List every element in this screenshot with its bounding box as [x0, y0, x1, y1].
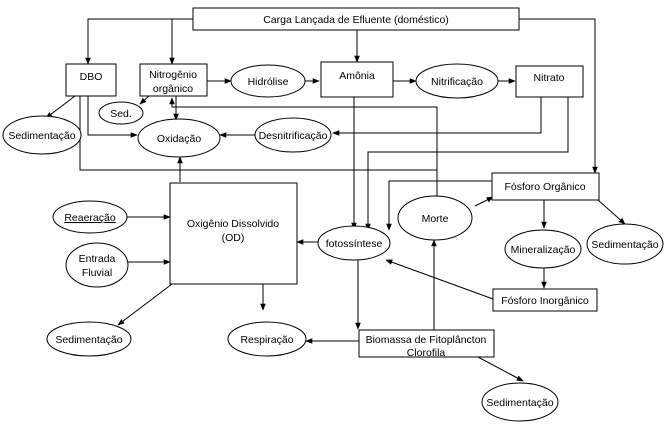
node-oxidacao: Oxidação	[137, 118, 221, 158]
desnitrificacao-label: Desnitrificação	[259, 130, 328, 142]
node-entrada-fluvial: Entrada Fluvial	[65, 242, 129, 288]
edge-morte-fosforo	[474, 196, 494, 207]
hidrolise-label: Hidrólise	[248, 76, 289, 88]
node-nitrato: Nitrato	[515, 65, 584, 98]
sedimentacao-od-label: Sedimentação	[55, 334, 122, 346]
edge-morte-nitrogenio	[169, 97, 438, 197]
node-biomassa: Biomassa de Fitoplâncton Clorofila	[358, 329, 495, 359]
node-hidrolise: Hidrólise	[230, 64, 306, 98]
node-fosforo-inorganico: Fósforo Inorgânico	[492, 288, 598, 312]
od-label-2: (OD)	[222, 232, 245, 244]
nitrogenio-label-2: orgânico	[153, 83, 193, 95]
nitrificacao-label: Nitrificação	[431, 76, 483, 88]
entrada-label-2: Fluvial	[82, 267, 112, 279]
node-amonia: Amônia	[320, 61, 394, 98]
fosforo-organico-label: Fósforo Orgânico	[504, 181, 585, 193]
node-fotossintese: fotossíntese	[317, 225, 391, 261]
node-oxigenio-dissolvido: Oxigênio Dissolvido (OD)	[169, 182, 298, 285]
node-mineralizacao: Mineralização	[504, 229, 582, 269]
edge-nitrato-fotossintese	[365, 97, 569, 231]
node-carga: Carga Lançada de Efluente (doméstico)	[192, 7, 520, 31]
edge-dbo-fosforo-line	[79, 96, 437, 171]
morte-label: Morte	[422, 213, 449, 225]
node-sedimentacao-od: Sedimentação	[46, 321, 132, 357]
node-morte: Morte	[397, 195, 473, 241]
node-dbo: DBO	[65, 63, 117, 97]
node-nitrogenio-organico: Nitrogênio orgânico	[139, 63, 208, 97]
node-respiracao: Respiração	[227, 321, 307, 357]
edge-biomassa-sedimentacao	[477, 356, 524, 382]
sedimentacao-dbo-label: Sedimentação	[8, 130, 75, 142]
fotossintese-label: fotossíntese	[326, 238, 383, 250]
node-nitrificacao: Nitrificação	[415, 63, 499, 99]
biomassa-label-1: Biomassa de Fitoplâncton	[366, 334, 487, 346]
connectors	[45, 18, 626, 382]
entrada-label-1: Entrada	[79, 253, 116, 265]
od-label-1: Oxigênio Dissolvido	[187, 218, 279, 230]
oxidacao-label: Oxidação	[157, 133, 202, 145]
sedimentacao-fosforo-label: Sedimentação	[591, 239, 658, 251]
reaeracao-label: Reaeração	[64, 212, 116, 224]
dbo-label: DBO	[80, 71, 103, 83]
edge-fosforo-fotossintese	[386, 180, 493, 231]
edge-dbo-sedimentacao	[45, 95, 76, 119]
sedimentacao-biomassa-label: Sedimentação	[486, 397, 553, 409]
edge-nitrato-desnitrificacao	[332, 97, 542, 136]
node-desnitrificacao: Desnitrificação	[254, 117, 332, 153]
carga-label: Carga Lançada de Efluente (doméstico)	[263, 14, 449, 26]
edge-fosforo-sedimentacao	[597, 199, 626, 225]
edge-carga-fosforo	[519, 18, 598, 174]
edge-dbo-oxidacao	[87, 96, 138, 138]
mineralizacao-label: Mineralização	[511, 244, 576, 256]
sed-label: Sed.	[110, 108, 132, 120]
node-sedimentacao-biomassa: Sedimentação	[481, 382, 559, 422]
node-sed: Sed.	[98, 101, 144, 125]
nitrogenio-label-1: Nitrogênio	[149, 69, 197, 81]
node-reaeracao: Reaeração	[52, 200, 128, 234]
amonia-label: Amônia	[339, 70, 375, 82]
edge-od-sedimentacao	[117, 283, 173, 326]
edge-inorganico-fotossintese	[385, 259, 494, 300]
node-sedimentacao-dbo: Sedimentação	[2, 115, 82, 155]
respiracao-label: Respiração	[240, 334, 293, 346]
biomassa-label-2: Clorofila	[407, 347, 446, 359]
edge-carga-dbo	[85, 18, 193, 65]
fosforo-inorganico-label: Fósforo Inorgânico	[501, 295, 589, 307]
node-sedimentacao-fosforo: Sedimentação	[586, 223, 664, 265]
node-fosforo-organico: Fósforo Orgânico	[491, 172, 600, 201]
nitrato-label: Nitrato	[534, 72, 565, 84]
